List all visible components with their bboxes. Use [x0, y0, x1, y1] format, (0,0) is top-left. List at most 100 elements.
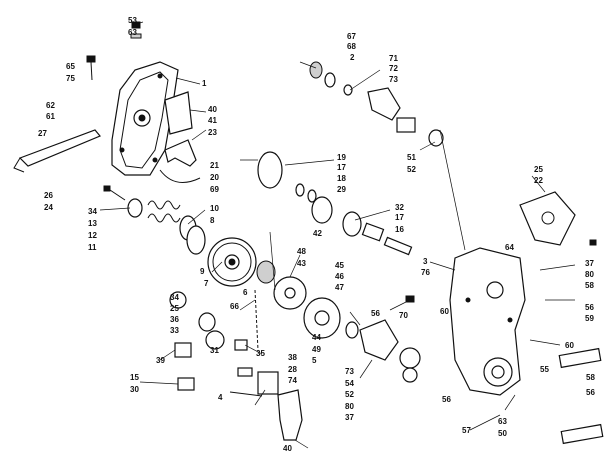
- callout-29: 29: [337, 185, 346, 194]
- callout-37b: 37: [345, 413, 354, 422]
- spring-stack: [103, 185, 206, 255]
- callout-24: 24: [44, 203, 53, 212]
- shift-lever: [13, 129, 101, 173]
- callout-41: 41: [208, 116, 217, 125]
- right-fittings: [558, 239, 604, 445]
- leader-lines: [99, 21, 576, 449]
- callout-12: 12: [88, 231, 97, 240]
- callout-56d: 56: [442, 395, 451, 404]
- callout-20: 20: [210, 173, 219, 182]
- callout-60b: 60: [565, 341, 574, 350]
- callout-73: 73: [389, 75, 398, 84]
- callout-52: 52: [407, 165, 416, 174]
- callout-67: 67: [347, 32, 356, 41]
- callout-4: 4: [218, 393, 223, 402]
- callout-56: 56: [585, 303, 594, 312]
- callout-21: 21: [210, 161, 219, 170]
- callout-36: 36: [170, 315, 179, 324]
- bolt-top: [86, 21, 142, 81]
- upper-shaft-stack: [257, 151, 413, 256]
- callout-labels: 53 63 65 75 1 67 68 2 71 72 73 62 61 40 …: [38, 16, 595, 453]
- callout-15: 15: [130, 373, 139, 382]
- callout-50: 50: [498, 429, 507, 438]
- middle-bearing-block: [359, 295, 421, 383]
- callout-33: 33: [170, 326, 179, 335]
- callout-37: 37: [585, 259, 594, 268]
- callout-63: 63: [128, 28, 137, 37]
- callout-45: 45: [335, 261, 344, 270]
- callout-32: 32: [395, 203, 404, 212]
- gearbox-housing: [449, 247, 526, 396]
- callout-55: 55: [540, 365, 549, 374]
- callout-54: 54: [345, 379, 354, 388]
- callout-8: 8: [210, 216, 215, 225]
- callout-38: 38: [288, 353, 297, 362]
- callout-34: 34: [88, 207, 97, 216]
- callout-46: 46: [335, 272, 344, 281]
- callout-51: 51: [407, 153, 416, 162]
- callout-40: 40: [208, 105, 217, 114]
- callout-75: 75: [66, 74, 75, 83]
- callout-80: 80: [585, 270, 594, 279]
- callout-69: 69: [210, 185, 219, 194]
- callout-31: 31: [210, 346, 219, 355]
- lower-left-parts: [169, 291, 279, 397]
- callout-80b: 80: [345, 402, 354, 411]
- callout-17b: 17: [395, 213, 404, 222]
- callout-62: 62: [46, 101, 55, 110]
- side-bracket: [519, 191, 576, 246]
- callout-1: 1: [202, 79, 207, 88]
- callout-7: 7: [204, 279, 209, 288]
- callout-23: 23: [208, 128, 217, 137]
- callout-34b: 34: [170, 293, 179, 302]
- callout-13: 13: [88, 219, 97, 228]
- lower-fork: [277, 389, 303, 441]
- callout-58: 58: [585, 281, 594, 290]
- callout-40b: 40: [283, 444, 292, 453]
- callout-72: 72: [389, 64, 398, 73]
- wire-spring: [159, 169, 201, 183]
- bracket-plate: [164, 91, 193, 135]
- callout-2: 2: [350, 53, 355, 62]
- callout-60: 60: [440, 307, 449, 316]
- callout-6: 6: [243, 288, 248, 297]
- callout-43: 43: [297, 259, 306, 268]
- callout-26: 26: [44, 191, 53, 200]
- callout-56b: 56: [371, 309, 380, 318]
- callout-59: 59: [585, 314, 594, 323]
- callout-22: 22: [534, 176, 543, 185]
- chain: [254, 289, 259, 351]
- callout-71: 71: [389, 54, 398, 63]
- callout-35: 35: [256, 349, 265, 358]
- callout-65: 65: [66, 62, 75, 71]
- callout-70: 70: [399, 311, 408, 320]
- callout-47: 47: [335, 283, 344, 292]
- callout-44: 44: [312, 333, 321, 342]
- callout-56c: 56: [586, 388, 595, 397]
- callout-28: 28: [288, 365, 297, 374]
- callout-17: 17: [337, 163, 346, 172]
- callout-58b: 58: [586, 373, 595, 382]
- callout-49: 49: [312, 345, 321, 354]
- hub-flange: [303, 297, 359, 339]
- small-sprocket: [256, 260, 276, 284]
- callout-74: 74: [288, 376, 297, 385]
- callout-66: 66: [230, 302, 239, 311]
- callout-61: 61: [46, 112, 55, 121]
- callout-73b: 73: [345, 367, 354, 376]
- callout-25: 25: [534, 165, 543, 174]
- medium-sprocket: [273, 276, 307, 310]
- callout-63b: 63: [498, 417, 507, 426]
- callout-16: 16: [395, 225, 404, 234]
- callout-68: 68: [347, 42, 356, 51]
- callout-19: 19: [337, 153, 346, 162]
- callout-10: 10: [210, 204, 219, 213]
- callout-27: 27: [38, 129, 47, 138]
- clip-bracket: [164, 139, 197, 167]
- callout-11: 11: [88, 243, 97, 252]
- callout-25b: 25: [170, 304, 179, 313]
- callout-52b: 52: [345, 390, 354, 399]
- top-bracket: [309, 61, 444, 147]
- callout-5: 5: [312, 356, 317, 365]
